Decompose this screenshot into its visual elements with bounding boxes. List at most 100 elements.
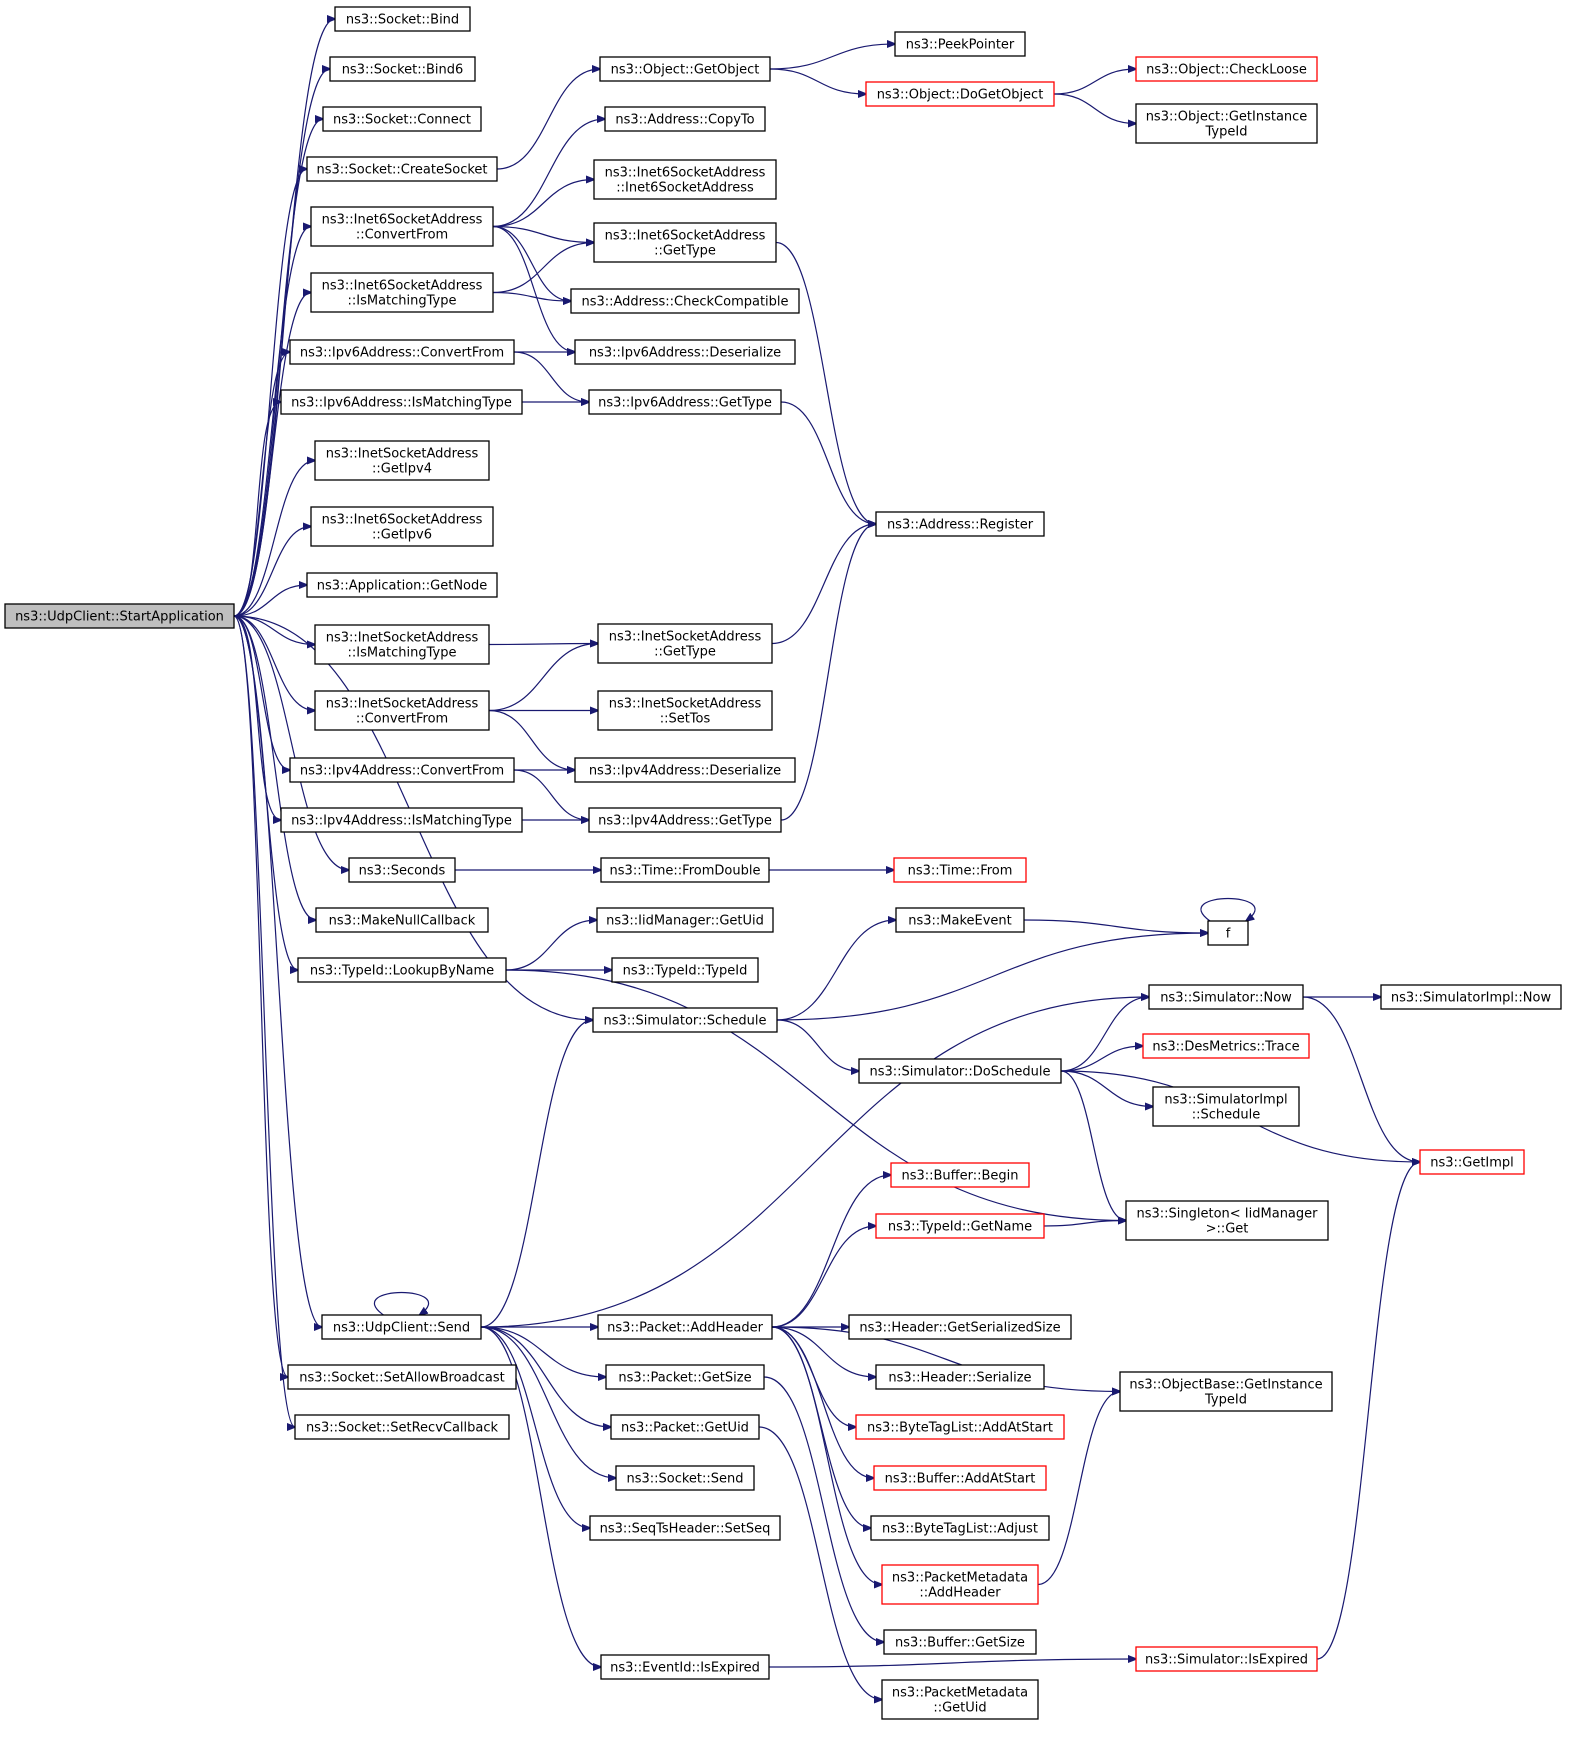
node-addrReg[interactable]: ns3::Address::Register <box>875 511 1045 537</box>
node-addrCopy[interactable]: ns3::Address::CopyTo <box>604 106 766 132</box>
node-box <box>306 156 498 182</box>
node-btlAdjust[interactable]: ns3::ByteTagList::Adjust <box>870 1515 1050 1541</box>
node-doGetObj[interactable]: ns3::Object::DoGetObject <box>865 81 1055 107</box>
edge-path <box>769 44 895 70</box>
node-appGetNode[interactable]: ns3::Application::GetNode <box>306 572 498 598</box>
node-label: ns3::Address::CheckCompatible <box>581 295 788 310</box>
node-nullCb[interactable]: ns3::MakeNullCallback <box>315 907 489 933</box>
node-box <box>858 1058 1062 1084</box>
node-ip4Convert[interactable]: ns3::Ipv4Address::ConvertFrom <box>289 757 515 783</box>
node-label: TypeId <box>1205 125 1248 140</box>
node-fromDouble[interactable]: ns3::Time::FromDouble <box>600 857 770 883</box>
node-bufGetSize[interactable]: ns3::Buffer::GetSize <box>883 1629 1037 1655</box>
node-box <box>597 690 773 731</box>
node-box <box>314 440 490 481</box>
node-getImpl[interactable]: ns3::GetImpl <box>1419 1149 1525 1175</box>
node-ip4Deser[interactable]: ns3::Ipv4Address::Deserialize <box>574 757 796 783</box>
node-setBcast[interactable]: ns3::Socket::SetAllowBroadcast <box>287 1364 517 1390</box>
node-ip6Match[interactable]: ns3::Ipv6Address::IsMatchingType <box>280 389 523 415</box>
node-isaMatch[interactable]: ns3::InetSocketAddress::IsMatchingType <box>314 624 490 665</box>
node-bufBegin[interactable]: ns3::Buffer::Begin <box>890 1162 1030 1188</box>
node-pktGetUid[interactable]: ns3::Packet::GetUid <box>610 1414 760 1440</box>
node-simImplNow[interactable]: ns3::SimulatorImpl::Now <box>1380 984 1562 1010</box>
node-box <box>1207 920 1249 946</box>
node-label: ns3::Ipv6Address::GetType <box>598 396 772 411</box>
node-btlAddStart[interactable]: ns3::ByteTagList::AddAtStart <box>855 1414 1065 1440</box>
node-ip6GetType[interactable]: ns3::Ipv6Address::GetType <box>588 389 782 415</box>
node-label: ns3::Socket::SetAllowBroadcast <box>299 1371 505 1386</box>
node-box <box>893 857 1027 883</box>
node-bufAddStart[interactable]: ns3::Buffer::AddAtStart <box>873 1465 1047 1491</box>
edge-root-to-i6saMatch <box>233 293 311 617</box>
node-box <box>322 106 482 132</box>
node-hdrSer[interactable]: ns3::Header::Serialize <box>875 1364 1045 1390</box>
node-ip6Deser[interactable]: ns3::Ipv6Address::Deserialize <box>574 339 796 365</box>
node-label: ns3::InetSocketAddress <box>609 630 762 645</box>
node-sockCreate[interactable]: ns3::Socket::CreateSocket <box>306 156 498 182</box>
node-typeIdCtor[interactable]: ns3::TypeId::TypeId <box>611 957 759 983</box>
node-sockSend[interactable]: ns3::Socket::Send <box>615 1465 755 1491</box>
node-root[interactable]: ns3::UdpClient::StartApplication <box>4 603 235 629</box>
node-ip6Convert[interactable]: ns3::Ipv6Address::ConvertFrom <box>289 339 515 365</box>
edge-path <box>771 524 876 645</box>
node-label: ns3::Inet6SocketAddress <box>322 213 483 228</box>
node-i6saCtor[interactable]: ns3::Inet6SocketAddress::Inet6SocketAddr… <box>593 159 777 200</box>
node-label: ::IsMatchingType <box>348 294 457 309</box>
edge-path <box>1060 1070 1126 1221</box>
node-lookup[interactable]: ns3::TypeId::LookupByName <box>297 957 507 983</box>
node-i6saMatch[interactable]: ns3::Inet6SocketAddress::IsMatchingType <box>310 272 494 313</box>
node-seconds[interactable]: ns3::Seconds <box>348 857 456 883</box>
node-pmAddHeader[interactable]: ns3::PacketMetadata::AddHeader <box>881 1564 1039 1605</box>
node-singleton[interactable]: ns3::Singleton< IidManager>::Get <box>1125 1200 1329 1241</box>
node-isaGetType[interactable]: ns3::InetSocketAddress::GetType <box>597 623 773 664</box>
node-simExpired[interactable]: ns3::Simulator::IsExpired <box>1135 1646 1318 1672</box>
edge-path <box>1053 93 1136 124</box>
node-label: ns3::ByteTagList::Adjust <box>882 1522 1038 1537</box>
node-setRecv[interactable]: ns3::Socket::SetRecvCallback <box>294 1414 510 1440</box>
node-simSchedule[interactable]: ns3::Simulator::Schedule <box>592 1007 778 1033</box>
node-tidGetName[interactable]: ns3::TypeId::GetName <box>875 1213 1045 1239</box>
node-hdrSerSize[interactable]: ns3::Header::GetSerializedSize <box>848 1314 1072 1340</box>
node-label: ns3::Simulator::Schedule <box>603 1014 766 1029</box>
node-label: ns3::DesMetrics::Trace <box>1152 1040 1299 1055</box>
node-i6saGetType[interactable]: ns3::Inet6SocketAddress::GetType <box>593 222 777 263</box>
node-objGet[interactable]: ns3::Object::GetObject <box>599 56 771 82</box>
node-label: ns3::Packet::AddHeader <box>607 1321 763 1336</box>
node-simNow[interactable]: ns3::Simulator::Now <box>1148 984 1304 1010</box>
node-isaGetIpv4[interactable]: ns3::InetSocketAddress::GetIpv4 <box>314 440 490 481</box>
node-ip4GetType[interactable]: ns3::Ipv4Address::GetType <box>588 807 782 833</box>
node-timeFrom[interactable]: ns3::Time::From <box>893 857 1027 883</box>
node-pmGetUid[interactable]: ns3::PacketMetadata::GetUid <box>881 1679 1039 1720</box>
node-iidGetUid[interactable]: ns3::IidManager::GetUid <box>596 907 774 933</box>
edge-simNow-to-getImpl <box>1302 996 1420 1162</box>
node-checkLoose[interactable]: ns3::Object::CheckLoose <box>1135 56 1318 82</box>
edge-f-to-f <box>1200 898 1256 922</box>
node-seqTs[interactable]: ns3::SeqTsHeader::SetSeq <box>589 1515 781 1541</box>
node-simDoSched[interactable]: ns3::Simulator::DoSchedule <box>858 1058 1062 1084</box>
node-sockConnect[interactable]: ns3::Socket::Connect <box>322 106 482 132</box>
node-label: ns3::Header::Serialize <box>888 1371 1031 1386</box>
node-isaConvert[interactable]: ns3::InetSocketAddress::ConvertFrom <box>314 690 490 731</box>
node-makeEvent[interactable]: ns3::MakeEvent <box>895 907 1025 933</box>
node-evExpired[interactable]: ns3::EventId::IsExpired <box>600 1654 770 1680</box>
node-sockBind6[interactable]: ns3::Socket::Bind6 <box>329 56 476 82</box>
node-box <box>1135 56 1318 82</box>
node-desTrace[interactable]: ns3::DesMetrics::Trace <box>1142 1033 1310 1059</box>
node-label: ns3::Time::From <box>908 864 1013 879</box>
node-udpSend[interactable]: ns3::UdpClient::Send <box>321 1314 482 1340</box>
edge-path <box>480 1326 601 1667</box>
node-label: ns3::Time::FromDouble <box>610 864 761 879</box>
node-simImplSched[interactable]: ns3::SimulatorImpl::Schedule <box>1152 1086 1300 1127</box>
node-pktGetSize[interactable]: ns3::Packet::GetSize <box>605 1364 765 1390</box>
node-i6saGetIpv6[interactable]: ns3::Inet6SocketAddress::GetIpv6 <box>310 506 494 547</box>
node-pktAddHeader[interactable]: ns3::Packet::AddHeader <box>597 1314 773 1340</box>
node-addrCheck[interactable]: ns3::Address::CheckCompatible <box>570 288 800 314</box>
node-i6saConvert[interactable]: ns3::Inet6SocketAddress::ConvertFrom <box>310 206 494 247</box>
node-isaSetTos[interactable]: ns3::InetSocketAddress::SetTos <box>597 690 773 731</box>
node-peek[interactable]: ns3::PeekPointer <box>894 31 1026 57</box>
node-f[interactable]: f <box>1207 920 1249 946</box>
node-sockBind[interactable]: ns3::Socket::Bind <box>334 6 471 32</box>
node-ip4Match[interactable]: ns3::Ipv4Address::IsMatchingType <box>280 807 523 833</box>
